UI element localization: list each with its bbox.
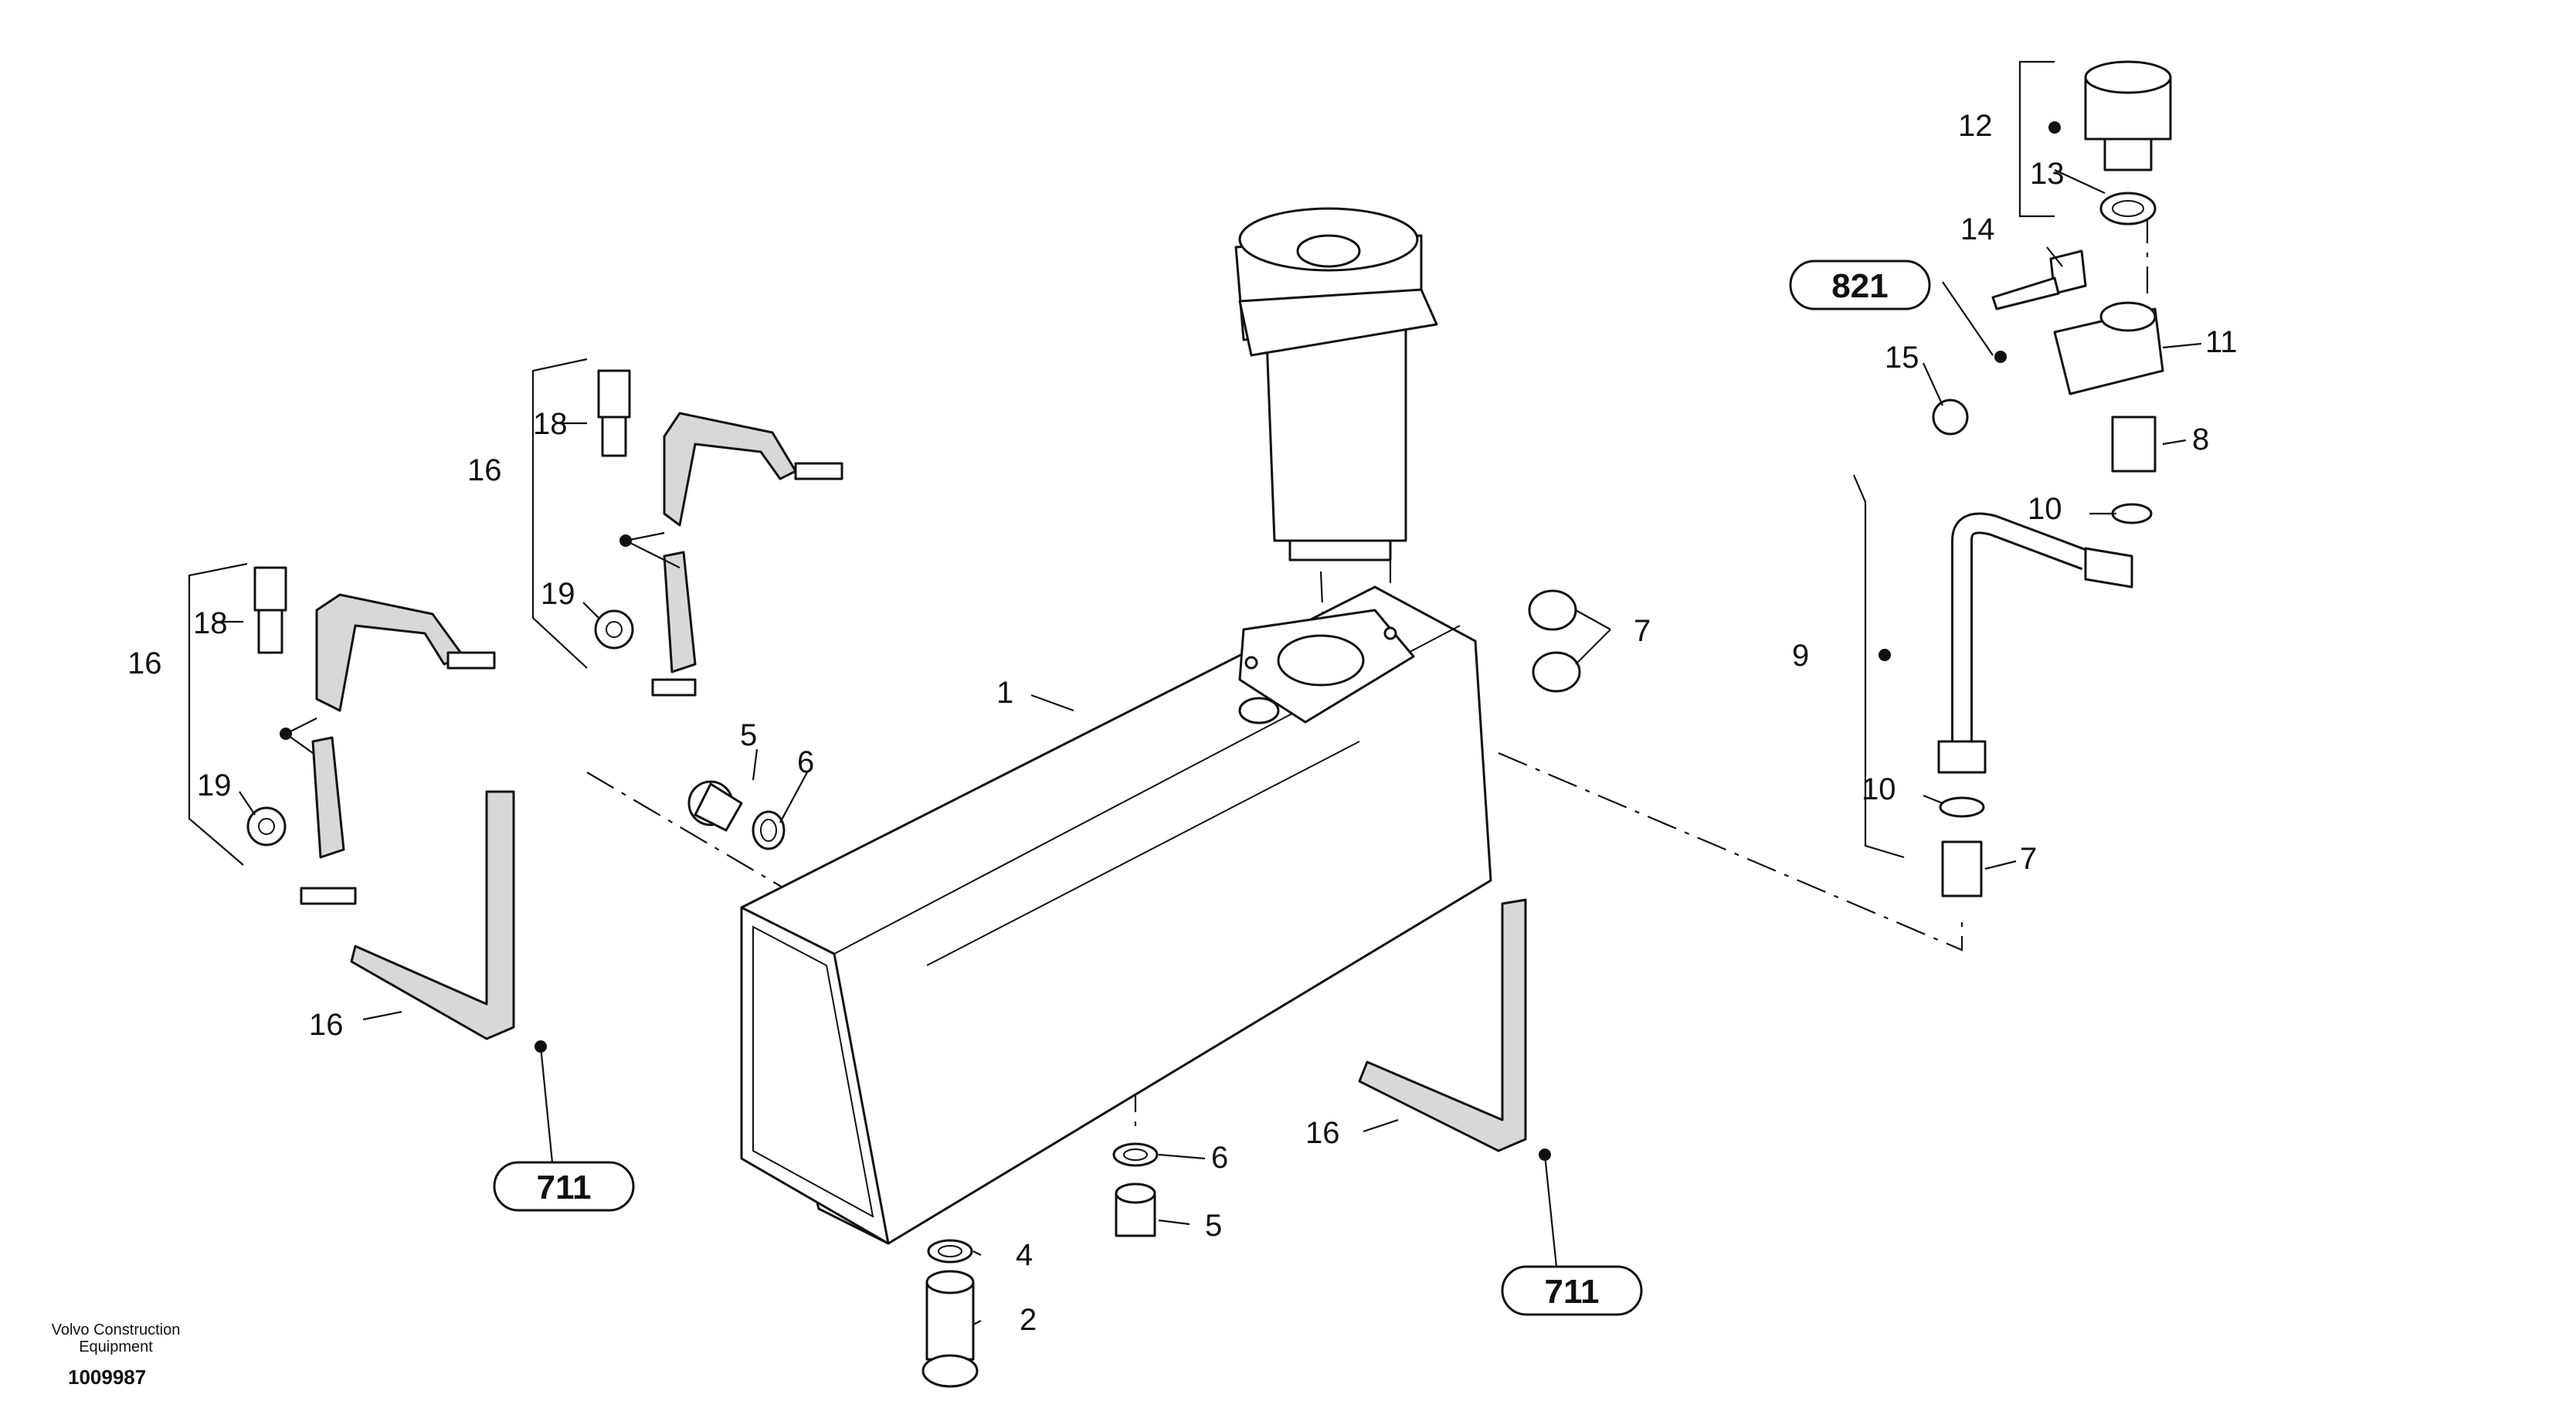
callout-8: 8 [2192,422,2209,456]
callout-16-lower-left: 16 [309,1008,344,1042]
drawing-id: 1009987 [68,1366,146,1389]
nut-19-upper [594,609,634,650]
reference-711-left-label: 711 [537,1169,592,1206]
callout-10-upper: 10 [2028,492,2062,526]
callout-1: 1 [996,676,1013,710]
reference-711-right: 711 [1501,1265,1643,1316]
nut-15 [1932,399,1969,436]
plug-5-bottom [1115,1182,1156,1237]
reference-711-right-label: 711 [1545,1273,1600,1311]
callout-15: 15 [1885,341,1919,375]
callout-6-bottom: 6 [1211,1141,1228,1175]
washer-4 [927,1239,973,1264]
callout-18-upper: 18 [533,407,568,441]
callout-16-mid: 16 [127,646,162,680]
filter-assembly [1234,207,1438,562]
nut-19-lower [246,806,287,846]
callout-18-lower: 18 [193,606,228,640]
cap-12 [2084,60,2172,171]
adapter-7-right [1941,840,1983,897]
plug-5-left [687,780,743,832]
callout-11: 11 [2205,325,2238,359]
bolt-14 [1991,249,2087,310]
footer-company-line1: Volvo Construction [52,1321,181,1338]
callout-5-bottom: 5 [1205,1209,1222,1243]
callout-7-upper: 7 [1634,614,1651,648]
callout-7-right: 7 [2020,842,2037,876]
screw-18-lower [253,566,287,654]
bracket-mid-left [300,593,496,905]
callout-16-upper: 16 [467,453,502,487]
fuel-tank [740,585,1492,1245]
group-brackets [188,60,2055,866]
hose-9 [1937,512,2133,774]
screw-18-upper [597,369,631,457]
callout-14: 14 [1960,212,1995,246]
clamp-11 [2053,301,2164,395]
o-ring-10-upper [2111,503,2153,524]
bracket-lower-left [350,790,515,1040]
footer: Volvo Construction Equipment 1009987 [52,1321,181,1389]
reference-711-left: 711 [493,1161,635,1212]
callout-16-lower-right: 16 [1305,1116,1340,1150]
fittings-7-upper [1528,589,1581,693]
reference-821-label: 821 [1831,267,1888,305]
callout-2: 2 [1020,1303,1037,1337]
adapter-8 [2111,416,2157,473]
reference-821: 821 [1789,260,1931,310]
bracket-upper-left [651,412,843,697]
callout-5-left: 5 [740,718,757,752]
washer-6-bottom [1112,1142,1159,1167]
callout-12: 12 [1958,109,1993,143]
callouts: 1 2 4 5 5 6 6 7 7 8 9 10 10 11 12 13 14 … [127,109,2238,1337]
valve-2 [921,1270,979,1388]
seal-13 [2099,192,2157,226]
footer-company-line2: Equipment [79,1338,153,1355]
bracket-lower-right [1358,898,1527,1152]
callout-19-upper: 19 [541,577,575,611]
washer-6-left [752,810,786,850]
o-ring-10-lower [1939,796,1985,818]
callout-9: 9 [1792,639,1809,673]
callout-19-lower: 19 [197,768,232,802]
callout-13: 13 [2030,157,2065,191]
callout-6-left: 6 [797,745,814,779]
callout-4: 4 [1016,1238,1033,1272]
callout-10-lower: 10 [1862,772,1896,806]
leader-lines [216,121,2202,1325]
